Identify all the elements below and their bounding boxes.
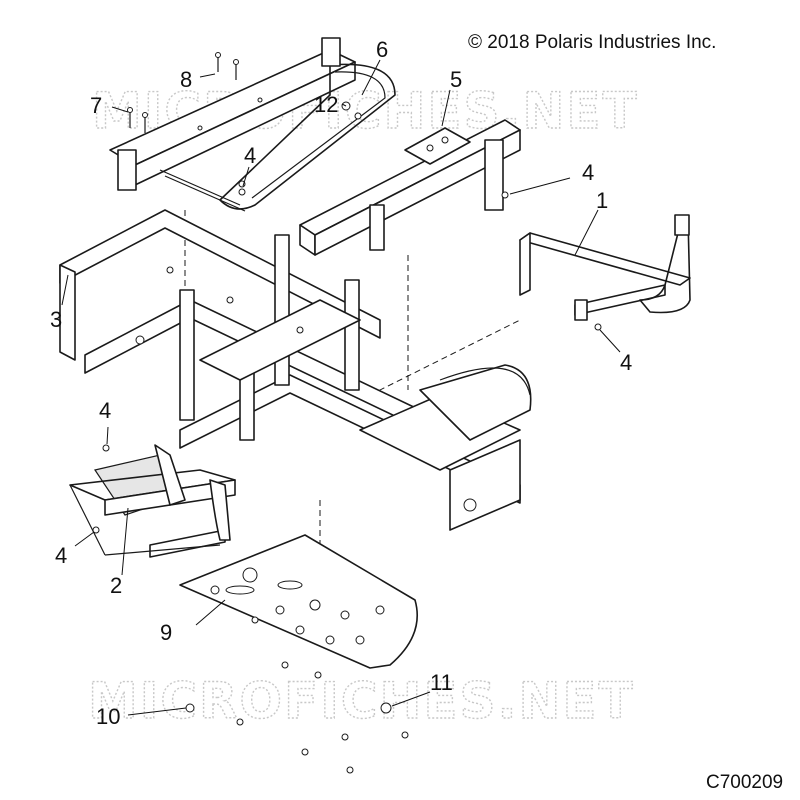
part-upper-cross-member: [109, 37, 396, 212]
part-rear-bumper-tube: [519, 214, 691, 321]
callout-7: 7: [90, 93, 102, 118]
callout-9: 9: [160, 620, 172, 645]
fasteners: [92, 101, 602, 774]
callout-10: 10: [96, 704, 120, 729]
part-side-step-frame: [69, 444, 236, 558]
fastener-4c: [594, 323, 602, 331]
leader-lines: [61, 59, 621, 716]
callout-3: 3: [50, 307, 62, 332]
callout-2: 2: [110, 573, 122, 598]
callout-8: 8: [180, 67, 192, 92]
callout-12: 12: [314, 92, 338, 117]
callout-11: 11: [430, 670, 453, 695]
fastener-4e: [92, 526, 100, 534]
callout-6: 6: [376, 37, 388, 62]
callout-4-d: 4: [99, 398, 111, 423]
copyright-notice: © 2018 Polaris Industries Inc.: [468, 32, 716, 53]
part-rear-bracket-rail: [299, 119, 521, 256]
callout-4-e: 4: [55, 543, 67, 568]
part-main-frame: [59, 209, 532, 531]
part-skid-plate: [179, 534, 419, 669]
callout-4-c: 4: [620, 350, 632, 375]
watermark-bottom: MICROFICHES.NET: [88, 672, 635, 730]
callout-4-b: 4: [582, 160, 594, 185]
callout-4-a: 4: [244, 143, 256, 168]
fastener-4a: [238, 188, 246, 196]
callout-1: 1: [596, 188, 608, 213]
figure-code: C700209: [706, 772, 783, 793]
fastener-11: [380, 702, 392, 714]
bolts-upper: [127, 52, 239, 133]
fastener-10: [185, 703, 195, 713]
callout-labels: 1 2 3 4 4 4 4 4 5 6 7 8 9 10 11 12: [50, 37, 632, 729]
fastener-4b: [501, 191, 509, 199]
fastener-4d: [102, 444, 110, 452]
callout-5: 5: [450, 67, 462, 92]
